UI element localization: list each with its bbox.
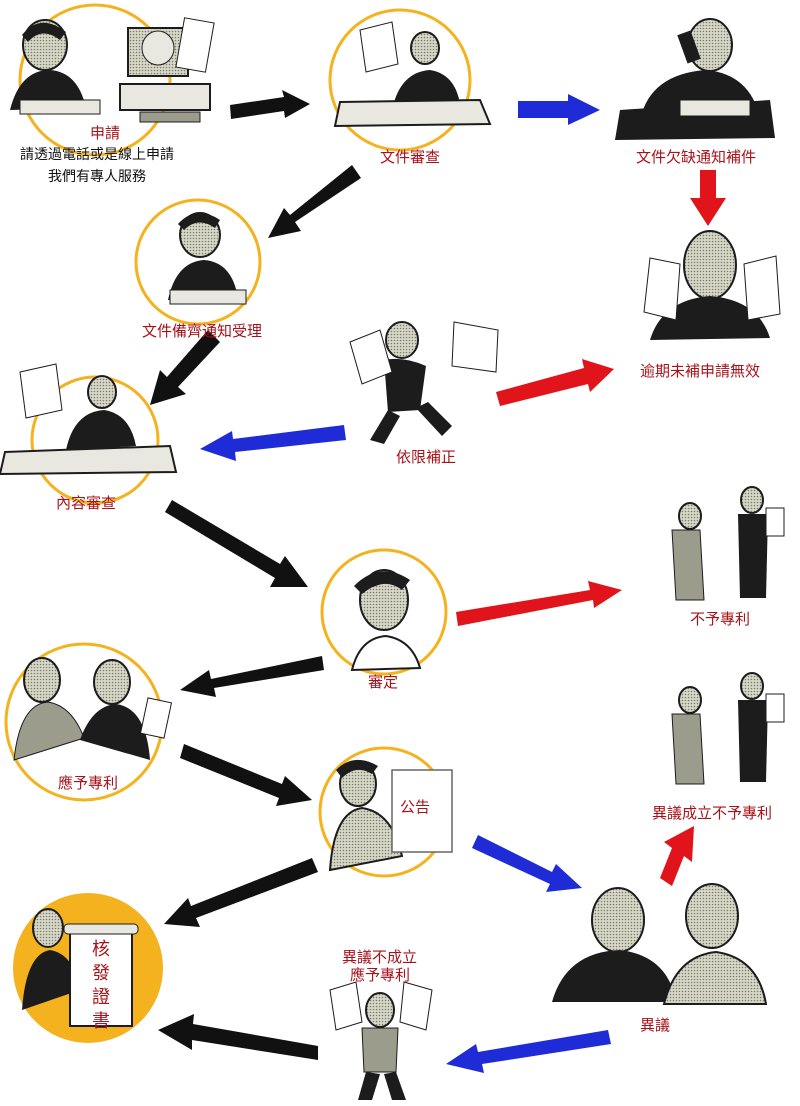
node-content-review [0,363,178,505]
opposition-label: 異議 [640,1016,671,1034]
reject-label: 不予專利 [690,610,751,628]
overdue-label: 逾期未補申請無效 [640,362,761,380]
supplement-label: 依限補正 [396,448,457,466]
arrow-supplement-to-content [200,425,346,461]
node-opposition-upheld [671,672,785,785]
phone-clerk-figure [168,212,247,305]
two-men-confront-figure [671,672,785,785]
arrow-grant-to-announce [180,744,312,806]
computer-figure [119,17,215,123]
arrow-content-to-decision [165,500,308,587]
grant-label: 應予專利 [58,774,119,792]
arrow-announce-to-opposition [472,835,582,892]
reviewer-figure [333,21,492,128]
reviewer-figure [0,363,178,476]
doc-review-label: 文件審查 [380,148,441,166]
node-overdue [643,230,781,340]
arguing-men-figure [552,883,768,1005]
apply-line1: 請透過電話或是線上申請 [20,147,174,163]
arrow-complete-to-content [150,330,220,405]
node-opposition-rejected [329,981,433,1100]
running-man-figure [349,321,499,444]
announce-label: 公告 [400,798,431,816]
arrow-review-to-complete [268,165,361,238]
arrow-rejected-to-certificate [158,1014,318,1060]
two-men-confront-figure [671,486,785,601]
opposition-rejected-line1: 異議不成立 [342,948,418,966]
arrow-opposition-to-rejected [446,1030,611,1073]
node-grant [4,642,173,802]
arrow-apply-to-review [230,90,310,119]
doc-missing-label: 文件欠缺通知補件 [636,148,757,166]
node-doc-review [328,8,492,152]
thinking-man-figure [350,569,422,672]
node-supplement [349,321,499,444]
certificate-label: 核發證書 [92,939,110,1032]
angry-phone-man-figure [615,18,775,140]
node-certificate [13,893,163,1043]
node-announce [318,746,453,878]
arrow-decision-to-reject [456,581,622,626]
node-opposition [552,883,768,1005]
cheering-man-figure [329,981,433,1100]
arrow-announce-to-certificate [164,858,318,927]
arrow-review-to-missing [518,94,600,125]
node-doc-complete [134,198,262,326]
apply-label: 申請 [90,124,121,142]
presenter-figure [328,759,453,872]
node-decision [320,548,448,676]
opposition-rejected-line2: 應予專利 [350,966,411,984]
certificate-man-figure [22,908,139,1027]
handshake-figure [13,657,173,761]
content-review-label: 內容審查 [56,494,117,512]
node-doc-missing [615,18,775,140]
opposition-upheld-label: 異議成立不予專利 [652,804,773,822]
phone-clerk-figure [10,19,101,115]
apply-line2: 我們有專人服務 [48,169,146,185]
node-apply [10,3,215,157]
decision-label: 審定 [368,673,399,691]
tearing-paper-man-figure [643,230,781,340]
arrow-opposition-to-upheld [660,826,694,886]
arrow-missing-to-overdue [690,170,726,226]
arrow-supplement-to-overdue [496,359,614,406]
doc-complete-label: 文件備齊通知受理 [142,322,263,340]
arrow-decision-to-grant [180,656,324,697]
node-reject [671,486,785,601]
